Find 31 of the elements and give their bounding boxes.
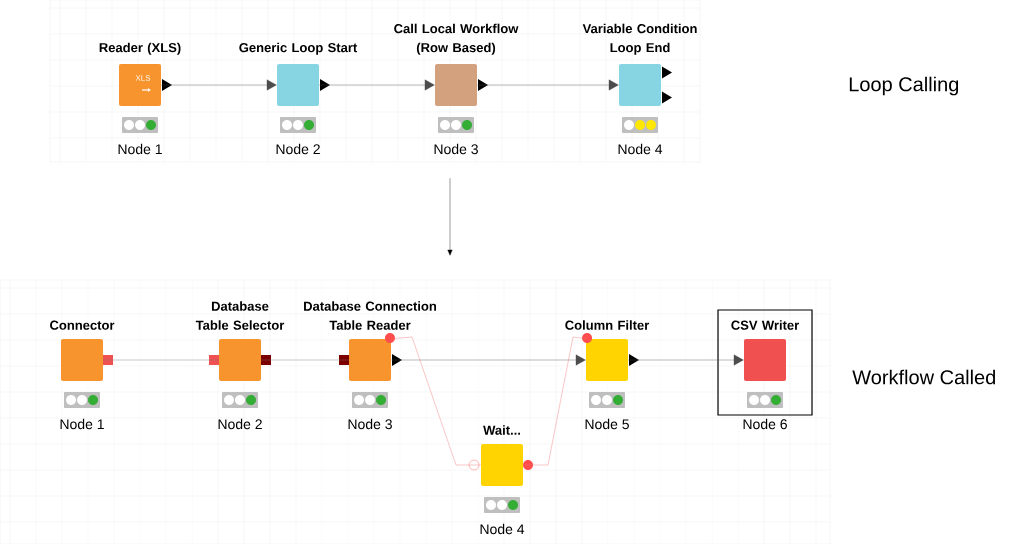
node-title: Wait... — [483, 425, 520, 435]
node-title: Database Connection Table Reader — [304, 301, 436, 330]
node-caption: Node 4 — [480, 523, 525, 535]
node-title: CSV Writer — [731, 320, 799, 330]
node-title: Variable Condition Loop End — [582, 23, 697, 55]
node-caption: Node 3 — [348, 418, 392, 430]
connector — [391, 354, 586, 366]
connector — [628, 354, 744, 366]
node-caption: Node 4 — [618, 143, 663, 155]
node-caption: Node 3 — [434, 143, 478, 155]
connector — [477, 79, 619, 91]
node-caption: Node 1 — [60, 418, 104, 430]
node-caption: Node 1 — [118, 143, 162, 155]
node-caption: Node 2 — [218, 418, 262, 430]
node-title: Call Local Workflow (Row Based) — [394, 23, 519, 55]
connector — [523, 336, 586, 466]
side-label: Loop Calling — [849, 76, 959, 96]
node-title: Reader (XLS) — [99, 42, 181, 55]
icon-label: XLS — [135, 75, 151, 81]
node-caption: Node 5 — [585, 418, 629, 430]
node-caption: Node 2 — [276, 143, 320, 155]
side-label: Workflow Called — [852, 369, 995, 385]
connector — [319, 79, 435, 91]
node-title: Database Table Selector — [195, 301, 285, 330]
node-caption: Node 6 — [743, 418, 787, 430]
connector — [161, 79, 277, 91]
node-title: Generic Loop Start — [239, 42, 358, 55]
connector — [447, 178, 453, 256]
connector — [391, 336, 481, 466]
node-title: Connector — [50, 320, 115, 330]
node-title: Column Filter — [565, 320, 650, 330]
